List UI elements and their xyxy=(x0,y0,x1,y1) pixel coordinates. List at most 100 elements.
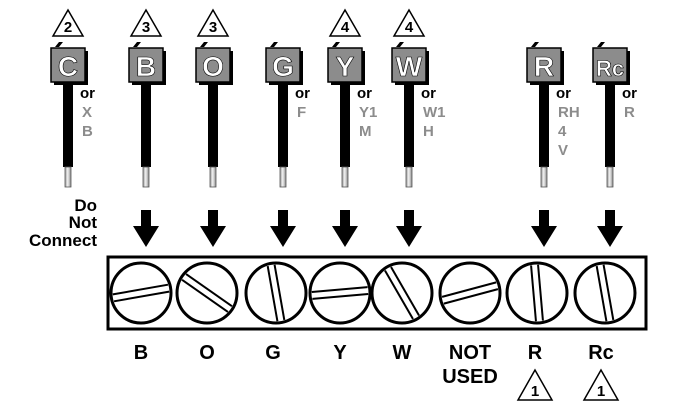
wire-label-box xyxy=(265,47,301,83)
terminal-screw-icon xyxy=(109,261,173,325)
wire-stripped-tip xyxy=(279,166,287,188)
terminal-note-number: 1 xyxy=(531,383,539,400)
down-arrow-icon xyxy=(200,210,226,247)
wire-stripped-tip xyxy=(405,166,413,188)
wire-stripped-tip xyxy=(64,166,72,188)
wire-alt-label: RH xyxy=(558,104,580,121)
label-tab-icon xyxy=(270,42,278,47)
wire-note-y: 4 xyxy=(328,8,362,37)
down-arrow-icon xyxy=(396,210,422,247)
wire-insulation xyxy=(208,85,218,167)
wire-alt-label: M xyxy=(359,123,372,140)
wire-label-box xyxy=(128,47,164,83)
wire-insulation xyxy=(141,85,151,167)
terminal-screw-icon xyxy=(505,261,569,325)
wire-insulation xyxy=(63,85,73,167)
terminal-label-text: Y xyxy=(333,342,347,364)
down-arrow-icon xyxy=(531,210,557,247)
wire-alt-label: H xyxy=(423,123,434,140)
wire-alt-label: V xyxy=(558,142,568,159)
down-arrow-icon xyxy=(133,210,159,247)
terminal-note-shape xyxy=(516,368,554,401)
wire-b: 3B xyxy=(128,8,166,188)
wire-label-text: R xyxy=(534,51,554,82)
wire-note-b-shape xyxy=(129,8,163,37)
wire-note-b-number: 3 xyxy=(142,19,150,36)
wire-label-text: W xyxy=(396,51,423,82)
wire-label-text: C xyxy=(58,51,78,82)
terminal-label-text: R xyxy=(528,342,543,364)
wire-label-box xyxy=(327,47,363,83)
wire-note-o: 3 xyxy=(196,8,230,37)
terminal-note-number: 1 xyxy=(597,383,605,400)
terminal-screws xyxy=(109,261,637,325)
wire-alt-label: R xyxy=(624,104,635,121)
terminal-label-text: NOT xyxy=(449,342,491,364)
terminal-label-r: R1 xyxy=(516,342,554,401)
wire-note-o-shape xyxy=(196,8,230,37)
wire-label-text: Y xyxy=(336,51,355,82)
label-tab-icon xyxy=(531,42,539,47)
terminal-label-rc: Rc 1 xyxy=(582,342,620,401)
wire-note-b: 3 xyxy=(129,8,163,37)
wire-label-text: Rc xyxy=(596,56,624,81)
wire-alt-label: B xyxy=(82,123,93,140)
wire-alt-label: F xyxy=(297,104,306,121)
wire-rc: Rc orR xyxy=(592,42,637,188)
terminal-screw-icon xyxy=(370,261,434,325)
wire-label-box xyxy=(391,47,427,83)
wire-stripped-tip xyxy=(142,166,150,188)
terminal-label-text: W xyxy=(393,342,412,364)
terminal-screw-icon xyxy=(573,261,637,325)
terminal-note: 1 xyxy=(516,368,554,401)
wire-alt-label: 4 xyxy=(558,123,567,140)
wire-alt-label: X xyxy=(82,104,92,121)
wire-label-box xyxy=(592,47,628,83)
down-arrow-icon xyxy=(332,210,358,247)
do-not-connect-line-1: Do xyxy=(74,196,97,215)
do-not-connect-line-2: Not xyxy=(69,213,98,232)
wire-stripped-tip xyxy=(540,166,548,188)
wire-stripped-tip xyxy=(341,166,349,188)
wire-alt-or: or xyxy=(556,85,571,102)
wire-alt-or: or xyxy=(622,85,637,102)
wire-alt-or: or xyxy=(421,85,436,102)
wire-insulation xyxy=(539,85,549,167)
label-tab-icon xyxy=(332,42,340,47)
wire-alt-label: Y1 xyxy=(359,104,377,121)
terminal-label-text: Rc xyxy=(588,342,614,364)
terminal-note-shape xyxy=(582,368,620,401)
label-tab-icon xyxy=(55,42,63,47)
wire-stripped-tip xyxy=(209,166,217,188)
wire-note-c: 2 xyxy=(51,8,85,37)
label-tab-icon xyxy=(597,42,605,47)
wire-note-y-shape xyxy=(328,8,362,37)
wire-insulation xyxy=(404,85,414,167)
wire-alt-or: or xyxy=(357,85,372,102)
wire-note-c-number: 2 xyxy=(64,19,72,36)
wire-label-box xyxy=(526,47,562,83)
wire-note-w-number: 4 xyxy=(405,19,414,36)
wire-label-text: G xyxy=(272,51,294,82)
terminal-screw-icon xyxy=(438,261,502,325)
terminal-block xyxy=(106,255,648,331)
wire-note-o-number: 3 xyxy=(209,19,217,36)
label-tab-icon xyxy=(200,42,208,47)
terminal-label-text: O xyxy=(199,342,215,364)
wire-stripped-tip xyxy=(606,166,614,188)
wire-note-y-number: 4 xyxy=(341,19,350,36)
wire-label-box xyxy=(50,47,86,83)
wire-insulation xyxy=(605,85,615,167)
terminal-label-g: G xyxy=(265,342,281,364)
wire-alt-label: W1 xyxy=(423,104,446,121)
terminal-note: 1 xyxy=(582,368,620,401)
terminal-screw-icon xyxy=(308,261,372,325)
wire-label-box xyxy=(195,47,231,83)
label-tab-icon xyxy=(133,42,141,47)
